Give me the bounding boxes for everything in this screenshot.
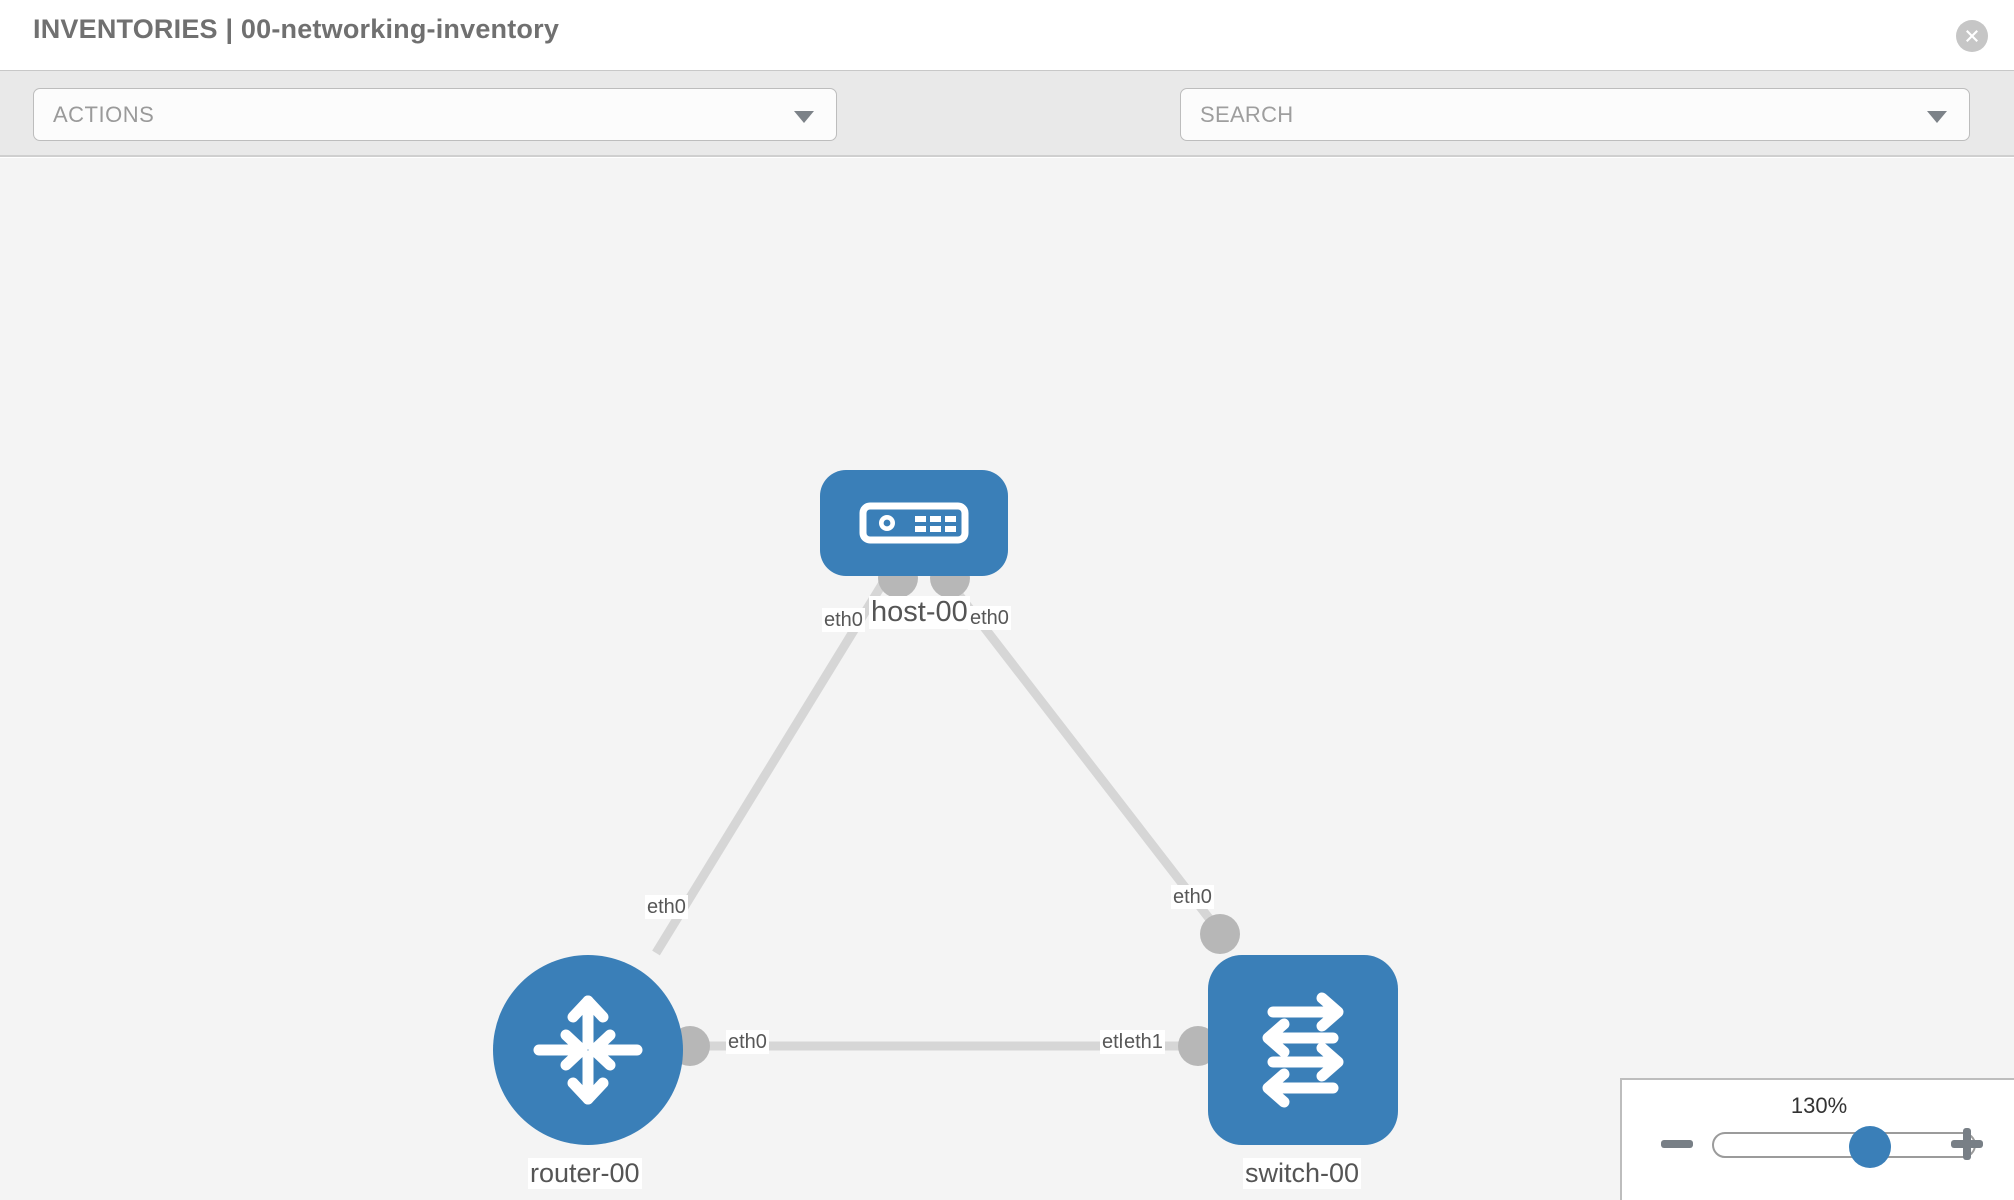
- edge-label-host-right: eth0: [968, 606, 1011, 630]
- edge-label-switch-eth1: eth1: [1122, 1030, 1165, 1054]
- actions-dropdown[interactable]: ACTIONS: [33, 88, 837, 141]
- router-arrows-icon: [533, 995, 643, 1105]
- plus-icon: [1951, 1128, 1983, 1160]
- search-placeholder: SEARCH: [1200, 102, 1294, 127]
- switch-arrows-icon: [1262, 992, 1344, 1108]
- zoom-out-button[interactable]: [1657, 1124, 1697, 1164]
- topology-canvas[interactable]: host-00: [0, 158, 2014, 1200]
- edge-label-router-eth0: eth0: [726, 1030, 769, 1054]
- zoom-in-button[interactable]: [1947, 1124, 1987, 1164]
- edge-label-host-left: eth0: [822, 608, 865, 632]
- close-icon[interactable]: [1956, 20, 1988, 52]
- zoom-slider-handle[interactable]: [1849, 1126, 1892, 1168]
- host-00-label: host-00: [869, 596, 970, 630]
- zoom-control-panel: 130%: [1620, 1078, 2014, 1200]
- edge-label-switch-up: eth0: [1171, 885, 1214, 909]
- router-00-shape[interactable]: [493, 955, 683, 1145]
- topology-edges: [652, 575, 1236, 1051]
- chevron-down-icon[interactable]: [1927, 111, 1947, 123]
- chevron-down-icon: [794, 111, 814, 123]
- page-header: INVENTORIES | 00-networking-inventory: [0, 0, 2014, 71]
- switch-00-label: switch-00: [1243, 1158, 1362, 1190]
- switch-00-shape[interactable]: [1208, 955, 1398, 1145]
- page-title: INVENTORIES | 00-networking-inventory: [33, 14, 560, 44]
- zoom-slider[interactable]: [1712, 1126, 1976, 1168]
- edge-label-router-up: eth0: [645, 895, 688, 919]
- port-switch-top[interactable]: [1200, 914, 1240, 954]
- zoom-level-value: 130%: [1790, 1093, 1848, 1118]
- toolbar: ACTIONS SEARCH: [0, 71, 2014, 205]
- search-input[interactable]: SEARCH: [1180, 88, 1970, 141]
- router-00-label: router-00: [528, 1158, 642, 1190]
- actions-label: ACTIONS: [53, 102, 155, 127]
- minus-icon: [1661, 1140, 1693, 1148]
- host-00-shape[interactable]: [820, 470, 1008, 576]
- server-icon: [859, 502, 969, 544]
